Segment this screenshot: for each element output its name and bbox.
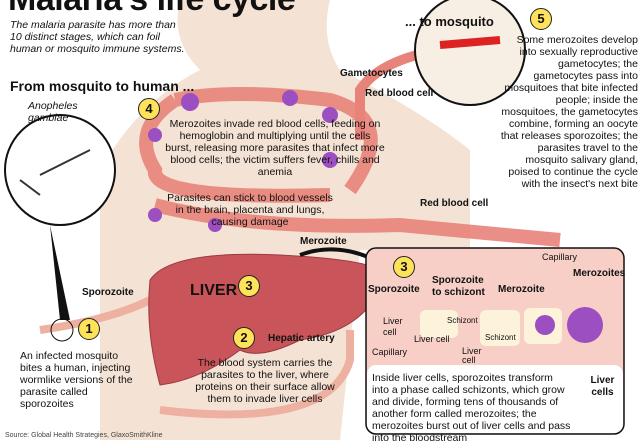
red-blood-cell-label-2: Red blood cell [420,198,489,209]
gametocytes-label: Gametocytes [340,68,403,79]
return-vessel [39,296,354,419]
red-blood-cell-label: Red blood cell [365,88,434,99]
mosquito-circle [4,114,116,226]
step-3-badge: 3 [393,256,415,278]
mosquito-circle-right [414,0,526,106]
pointer [50,225,70,320]
infected-cells [148,90,338,232]
mosquito-species: Anopheles gambiae [28,100,78,124]
liver-label: LIVER [190,282,238,299]
inset-sporozoite-to-schizont: Sporozoite to schizont [432,275,485,298]
inset-capillary: Capillary [372,347,408,357]
hepatic-artery-label: Hepatic artery [268,333,335,344]
inset-liver-cell-1: Liver cell [383,316,403,337]
step-2-text: The blood system carries the parasites t… [195,357,335,405]
step-1-badge: 1 [78,318,100,340]
inset-schizont-1: Schizont [447,316,478,325]
inset-capillary-top: Capillary [542,252,578,262]
step-3-text: Inside liver cells, sporozoites transfor… [372,372,571,444]
inset-merozoites: Merozoites [573,268,626,279]
step-5-text: Some merozoites develop into sexually re… [500,34,638,190]
blood-loop [139,87,561,247]
step-4-text: Merozoites invade red blood cells, feedi… [165,118,385,178]
liver-shape [148,253,386,386]
inset-merozoite: Merozoite [498,284,545,295]
step-4-badge: 4 [138,98,160,120]
subtitle: The malaria parasite has more than 10 di… [10,19,185,55]
source: Source: Global Health Strategies, GlaxoS… [5,432,163,439]
step-2-badge: 2 [233,327,255,349]
section-human: From mosquito to human ... [10,78,195,94]
damage-note: Parasites can stick to blood vessels in … [167,192,333,228]
inset-liver-cell-2: Liver cell [414,334,450,344]
section-mosquito: ... to mosquito [405,14,494,29]
sporozoite-label: Sporozoite [82,287,134,298]
step-1-text: An infected mosquito bites a human, inje… [20,350,133,410]
inset-liver-cell-3: Liver cell [462,346,482,365]
merozoite-label: Merozoite [300,236,347,247]
step-3-badge-liver: 3 [238,275,260,297]
inset-sporozoite: Sporozoite [368,284,420,295]
inset-liver-cells: Liver cells [590,375,615,398]
step-5-badge: 5 [530,8,552,30]
inset-schizont-2: Schizont [485,333,516,342]
page-title: Malaria's life cycle [8,0,296,16]
